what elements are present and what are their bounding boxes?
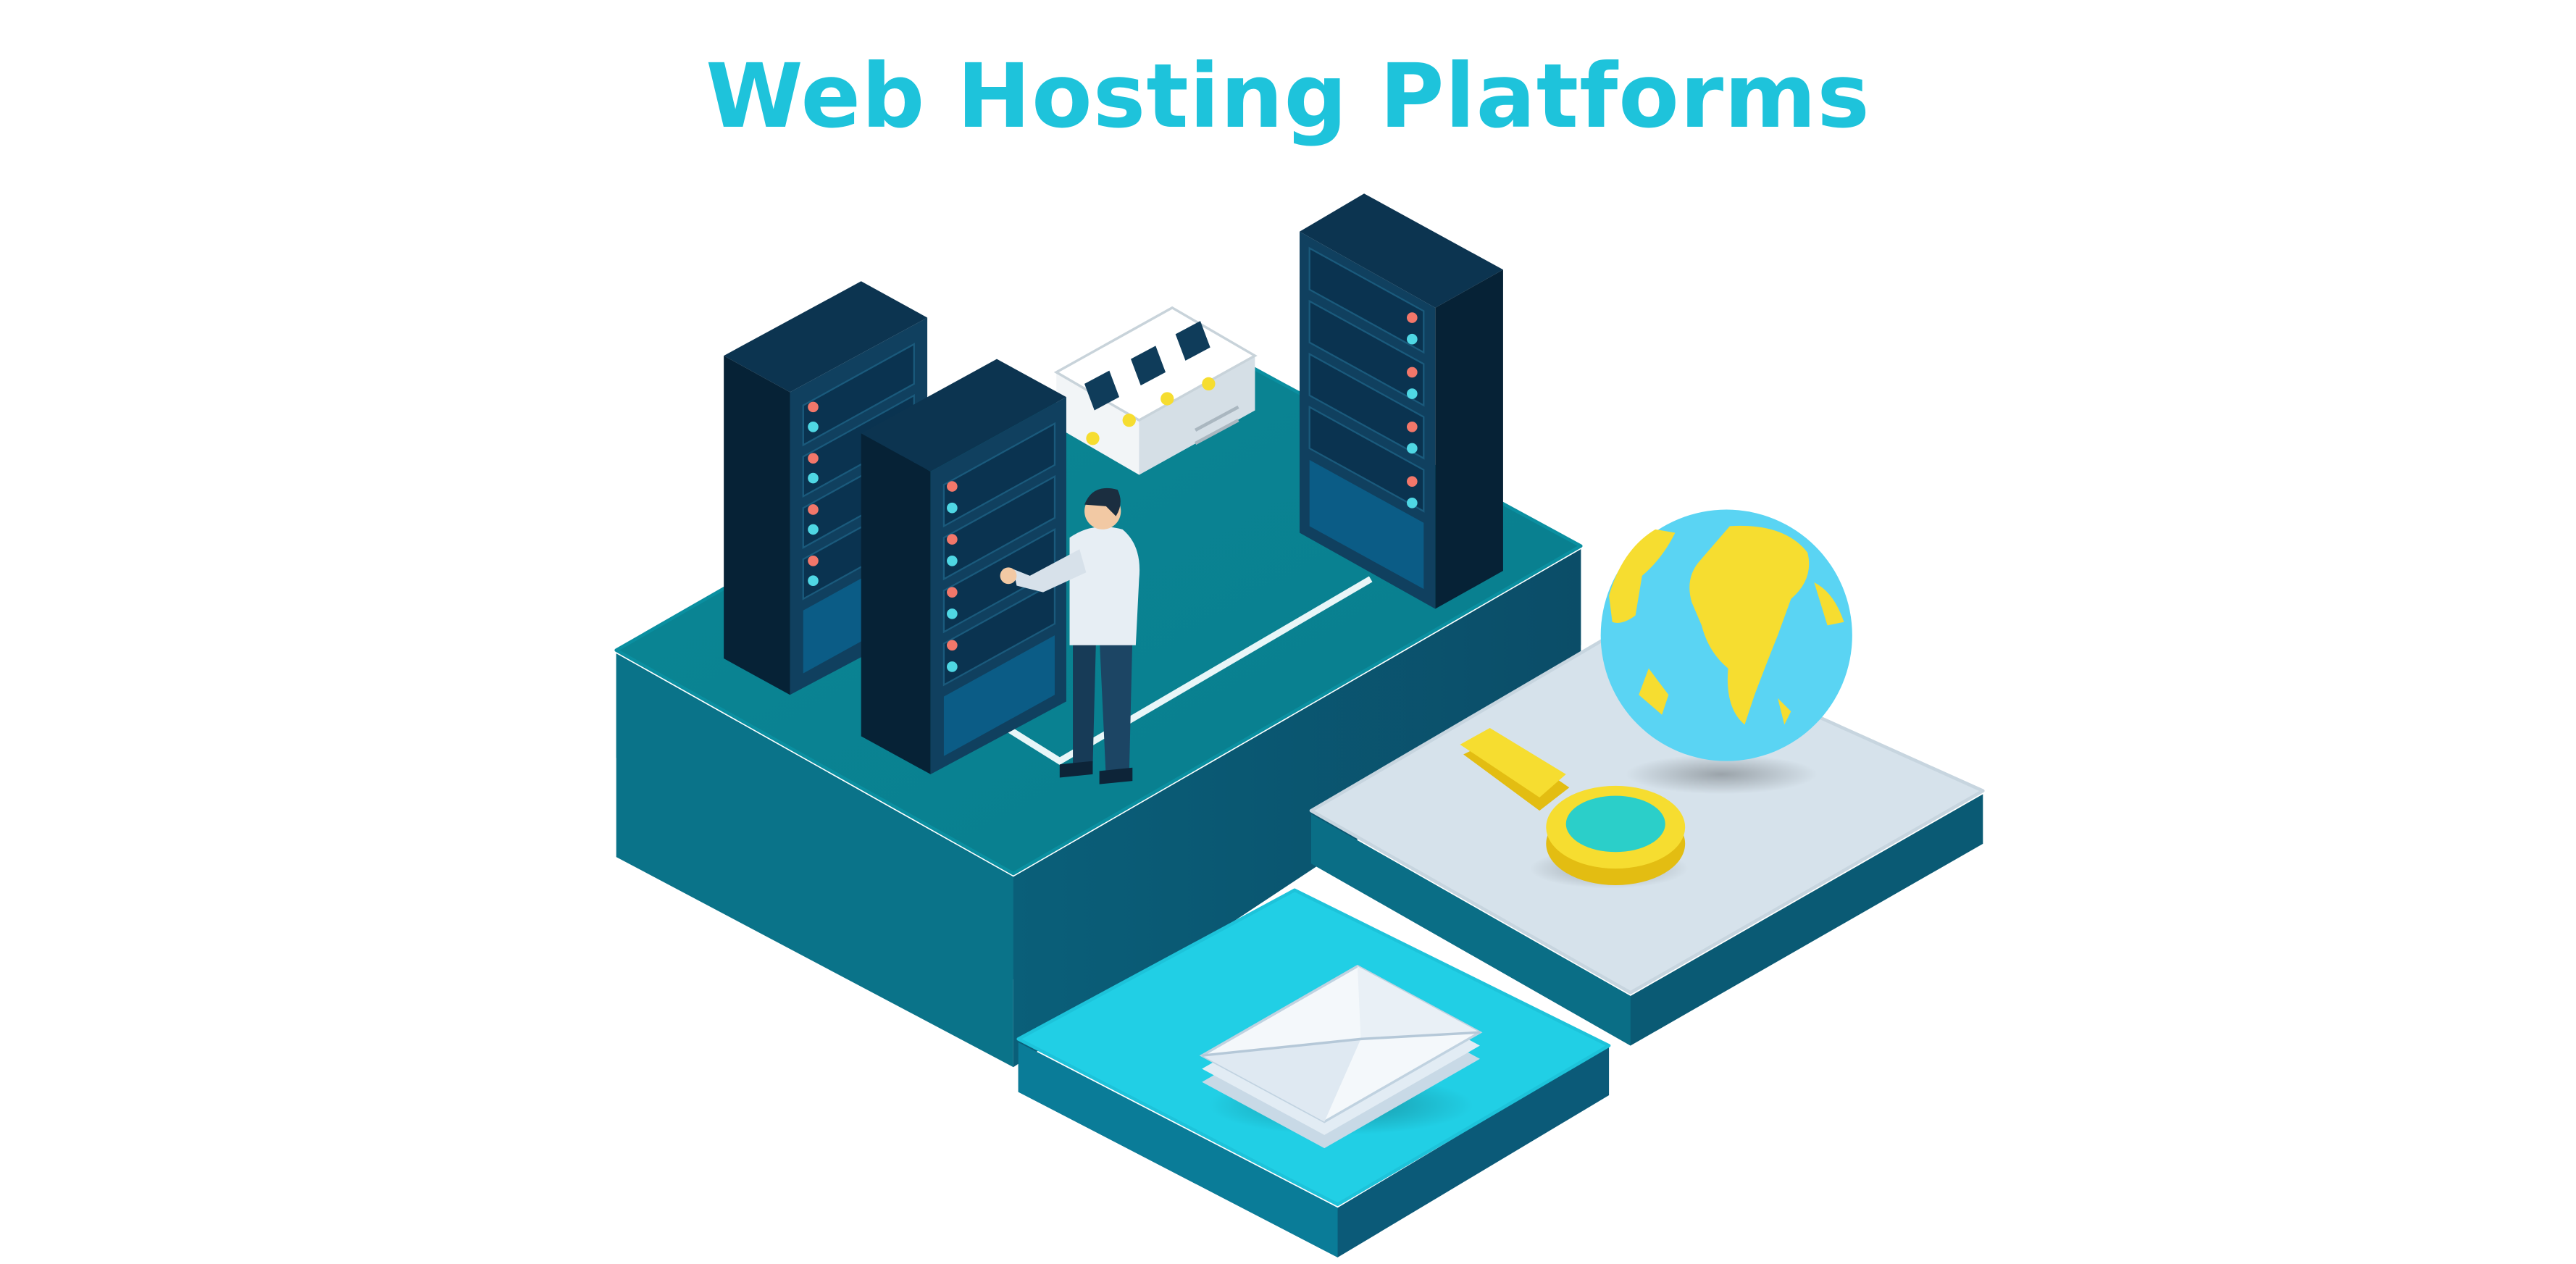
server-rack-icon	[1053, 306, 1258, 475]
server-rack-icon	[1299, 193, 1503, 609]
person-icon	[1000, 487, 1140, 784]
page-title: Web Hosting Platforms	[706, 45, 1870, 148]
magnifier-icon	[1460, 727, 1689, 889]
envelope-icon	[1199, 964, 1483, 1149]
server-rack-icon	[861, 359, 1066, 774]
globe-icon	[1600, 509, 1852, 795]
